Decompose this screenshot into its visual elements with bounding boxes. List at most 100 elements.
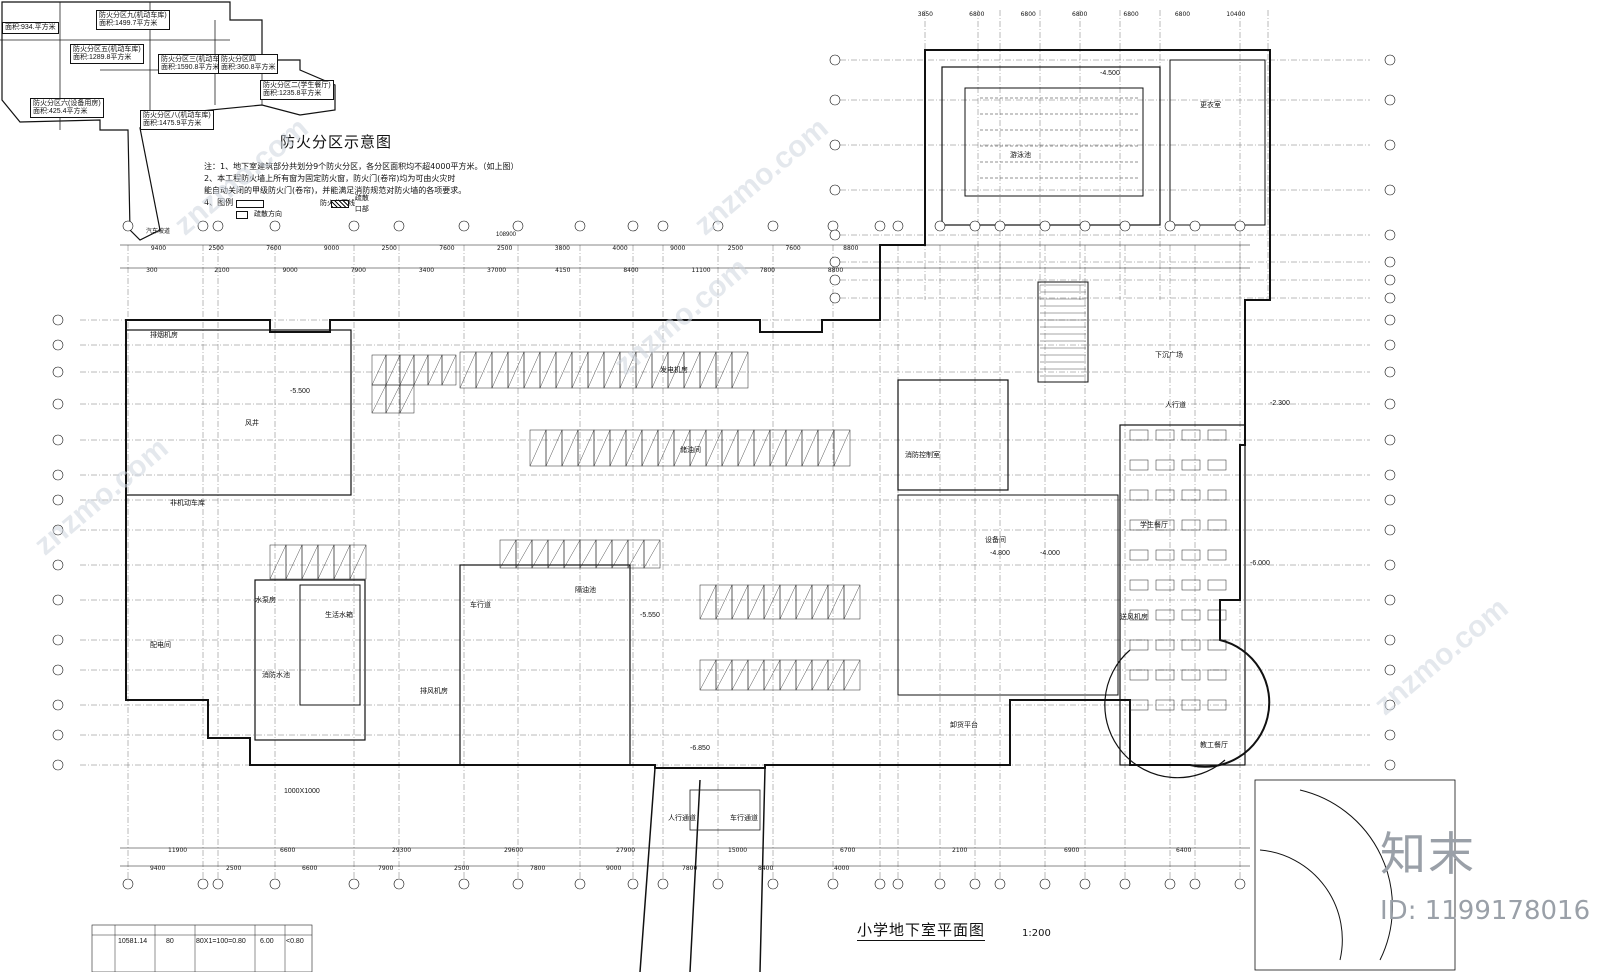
dim-text: 6600 <box>280 847 295 854</box>
room-label: 风井 <box>245 420 259 427</box>
parking-bay <box>427 354 443 386</box>
axis-bubble <box>122 878 134 890</box>
room-label: 下沉广场 <box>1155 352 1183 359</box>
parking-bay <box>531 539 549 569</box>
axis-bubble <box>1079 878 1091 890</box>
parking-bay <box>413 354 429 386</box>
axis-bubble <box>1384 699 1396 711</box>
dim-text: 11100 <box>692 267 711 274</box>
axis-bubble <box>348 220 360 232</box>
dim-text: 2500 <box>209 245 224 252</box>
axis-bubble <box>52 494 64 506</box>
dining-table <box>1155 609 1175 621</box>
parking-bay <box>699 659 717 691</box>
parking-bay <box>371 384 387 414</box>
parking-bay <box>769 429 787 467</box>
dining-table <box>1181 579 1201 591</box>
axis-bubble <box>969 220 981 232</box>
parking-bay <box>731 351 749 389</box>
parking-bay <box>285 544 303 580</box>
axis-bubble <box>829 54 841 66</box>
axis-bubble <box>1189 220 1201 232</box>
parking-bay <box>349 544 367 580</box>
level-mark: -4.800 <box>990 550 1010 557</box>
axis-bubble <box>827 878 839 890</box>
ramp-section <box>689 789 761 831</box>
dim-text: 8400 <box>623 267 638 274</box>
ramp-label: 汽车坡道 <box>146 229 171 235</box>
parking-bay <box>643 539 661 569</box>
room-label: 排烟机房 <box>150 332 178 339</box>
parking-bay <box>651 351 669 389</box>
parking-bay <box>801 429 819 467</box>
dim-text: 6800 <box>969 11 984 18</box>
dim-text: 2500 <box>454 865 469 872</box>
parking-bay <box>747 659 765 691</box>
dim-text: 9000 <box>324 245 339 252</box>
parking-bay <box>507 351 525 389</box>
dining-table <box>1207 459 1227 471</box>
axis-bubble <box>1119 878 1131 890</box>
axis-bubble <box>1384 184 1396 196</box>
zone-label-9: 防火分区九(机动车库)面积:1499.7平方米 <box>96 10 170 30</box>
dining-table <box>1129 609 1149 621</box>
dining-table <box>1207 489 1227 501</box>
dim-text: 9000 <box>606 865 621 872</box>
dim-text: 27900 <box>616 847 635 854</box>
note-line: 注：1、地下室建筑部分共划分9个防火分区，各分区面积均不超4000平方米。（如上… <box>204 162 519 171</box>
parking-bay <box>811 584 829 620</box>
parking-bay <box>731 351 749 389</box>
brand-id: ID: 1199178016 <box>1380 896 1591 926</box>
parking-bay <box>499 539 517 569</box>
parking-bay <box>641 429 659 467</box>
fire-zone-title: 防火分区示意图 <box>280 133 393 151</box>
dim-text: 11900 <box>168 847 187 854</box>
axis-bubble <box>994 220 1006 232</box>
parking-bay <box>779 584 797 620</box>
parking-bay <box>667 351 685 389</box>
dim-text: 6800 <box>1175 11 1190 18</box>
dim-text: 2100 <box>214 267 229 274</box>
axis-bubble <box>1384 494 1396 506</box>
level-mark: -2.300 <box>1270 400 1290 407</box>
parking-bay <box>491 351 509 389</box>
parking-bay <box>475 351 493 389</box>
parking-bay <box>399 384 415 414</box>
parking-bay <box>731 659 749 691</box>
dining-table <box>1155 699 1175 711</box>
room-label: 隔油池 <box>575 587 596 594</box>
parking-bay <box>715 351 733 389</box>
dim-text: 29600 <box>504 847 523 854</box>
fire-zone-legend: 防火分区线 疏散口部 疏散方向 <box>236 194 369 220</box>
dim-text: 4000 <box>834 865 849 872</box>
axis-bubble <box>1384 469 1396 481</box>
swimming-pool <box>964 87 1144 197</box>
dining-table <box>1155 459 1175 471</box>
parking-bay <box>721 429 739 467</box>
parking-bay <box>441 354 457 386</box>
dining-table <box>1181 489 1201 501</box>
axis-bubble <box>657 878 669 890</box>
axis-bubble <box>1039 220 1051 232</box>
dim-text: 10400 <box>1226 11 1245 18</box>
dining-table <box>1207 429 1227 441</box>
axis-bubble <box>52 434 64 446</box>
axis-bubble <box>627 878 639 890</box>
parking-bay <box>571 351 589 389</box>
dining-table <box>1129 669 1149 681</box>
detail-curve <box>1299 789 1393 961</box>
swimming-pool-hall <box>941 66 1161 226</box>
room-label: 人行道 <box>1165 402 1186 409</box>
axis-bubble <box>393 878 405 890</box>
parking-bay <box>827 659 845 691</box>
axis-bubble <box>1384 398 1396 410</box>
axis-bubble <box>827 220 839 232</box>
parking-bay <box>349 544 367 580</box>
axis-bubble <box>52 339 64 351</box>
legend-row: 疏散口部 <box>331 194 372 213</box>
parking-bay <box>705 429 723 467</box>
dim-text: 2500 <box>728 245 743 252</box>
parking-bay <box>317 544 335 580</box>
total-dimension: 108900 <box>496 232 517 238</box>
parking-bay <box>737 429 755 467</box>
